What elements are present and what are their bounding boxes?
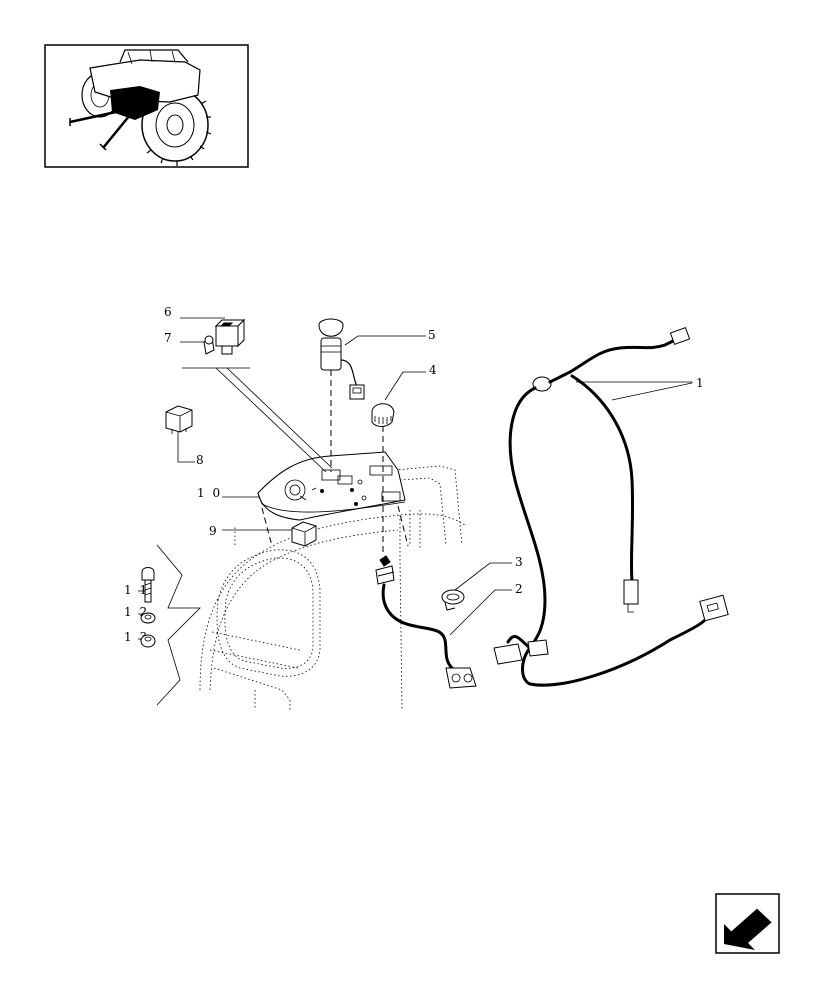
callout-1: 1 xyxy=(696,376,706,390)
callout-8: 8 xyxy=(196,453,206,467)
bulb-part-7 xyxy=(203,335,215,355)
washer-part-12 xyxy=(140,612,156,624)
break-lines xyxy=(156,544,201,706)
callout-6: 6 xyxy=(164,305,174,319)
callout-5: 5 xyxy=(428,328,438,342)
relay-part-8 xyxy=(165,405,193,434)
instrument-panel-part-10 xyxy=(257,451,409,547)
socket-harness-part-2 xyxy=(375,555,477,689)
screw-part-11 xyxy=(141,567,155,603)
harness-part-1 xyxy=(493,326,729,687)
tractor-thumbnail xyxy=(44,44,249,168)
callout-10: 1 0 xyxy=(197,486,222,500)
callout-4: 4 xyxy=(429,363,439,377)
assembly-line-6-7 xyxy=(182,367,333,473)
switch-part-6 xyxy=(214,318,246,355)
nut-part-13 xyxy=(140,634,156,648)
callout-2: 2 xyxy=(515,582,525,596)
callout-11: 1 1 xyxy=(124,583,149,597)
callout-7: 7 xyxy=(164,331,174,345)
tractor-location-icon xyxy=(69,49,212,166)
relay-part-9 xyxy=(291,521,317,547)
callout-9: 9 xyxy=(209,524,219,538)
knob-part-4 xyxy=(371,403,395,427)
clamp-part-3 xyxy=(441,589,465,611)
cigar-lighter-part-5 xyxy=(318,318,365,400)
callout-3: 3 xyxy=(515,555,525,569)
cab-outline xyxy=(199,465,466,712)
next-page-arrow-icon[interactable] xyxy=(715,893,780,954)
leader-lines xyxy=(138,317,693,640)
